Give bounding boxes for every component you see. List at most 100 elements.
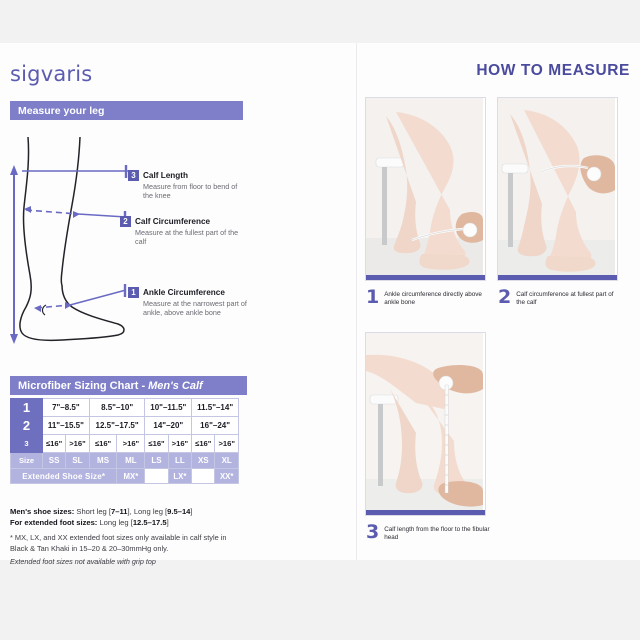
row-label-1: 1 [10, 398, 43, 417]
cell-r2-c3: 14"–20" [144, 416, 193, 435]
cell-r3-c5: ≤16" [144, 434, 169, 453]
photo-caption-text-2: Calf circumference at fullest part of th… [516, 291, 614, 306]
cell-r1-c1: 7"–8.5" [42, 398, 90, 417]
callout-body-calf-length: Measure from floor to bend of the knee [143, 182, 238, 201]
size-cell-ll: LL [167, 452, 193, 469]
ext-cell-xx: XX* [214, 468, 239, 484]
cell-r2-c4: 16"–24" [191, 416, 239, 435]
photo-ankle-circumference [365, 97, 486, 281]
leg-outline-back [60, 136, 81, 286]
callout-calf-length: 3 Calf Length Measure from floor to bend… [128, 170, 248, 201]
photo-2-illustration [498, 98, 615, 278]
table-row-measure-1: 1 7"–8.5" 8.5"–10" 10"–11.5" 11.5"–14" [10, 398, 239, 417]
leg-outline-front [19, 136, 125, 342]
ext-cell-mx: MX* [116, 468, 146, 484]
callout-ankle-circumference: 1 Ankle Circumference Measure at the nar… [128, 287, 248, 318]
callout-number-1: 1 [128, 287, 139, 298]
footnote-ext-label: For extended foot sizes: [10, 518, 98, 528]
calf-circumference-dashed [25, 209, 79, 215]
callout-body-calf-circumference: Measure at the fullest part of the calf [135, 228, 239, 247]
calf-circumference-leader [77, 213, 127, 218]
table-row-sizes: Size SS SL MS ML LS LL XS XL [10, 452, 239, 469]
callout-number-2: 2 [120, 216, 131, 227]
size-cell-ss: SS [41, 452, 67, 469]
photo-caption-number-1: 1 [366, 286, 380, 308]
callout-title-calf-length: Calf Length [143, 171, 189, 180]
footnote-shoe-text-a: Short leg [ [74, 507, 111, 516]
photo-caption-1: 1 Ankle circumference directly above ank… [366, 286, 484, 308]
callout-calf-circumference: 2 Calf Circumference Measure at the full… [120, 216, 240, 247]
ankle-circumference-dashed [35, 304, 71, 309]
footnote-shoe-label: Men's shoe sizes: [10, 507, 75, 516]
photo-1-illustration [366, 98, 483, 278]
row-label-2: 2 [10, 416, 43, 435]
calf-length-arrow-bottom [10, 334, 18, 344]
photo-caption-2: 2 Calf circumference at fullest part of … [498, 286, 616, 308]
cell-r2-c1: 11"–15.5" [42, 416, 90, 435]
sizing-chart-subtitle: Men's Calf [148, 379, 203, 392]
photo-3-accent-bar [366, 510, 485, 515]
photo-caption-text-3: Calf length from the floor to the fibula… [384, 526, 490, 541]
panel-divider [356, 43, 357, 560]
cell-r2-c2: 12.5"–17.5" [88, 416, 146, 435]
photo-calf-circumference [497, 97, 618, 281]
ankle-bone-mark [41, 304, 47, 316]
photo-caption-number-2: 2 [498, 286, 512, 308]
photo-3-illustration [366, 333, 483, 513]
footnotes: Men's shoe sizes: Short leg [7–11], Long… [10, 506, 246, 567]
cell-r3-c1: ≤16" [41, 434, 67, 453]
row-label-3: 3 [10, 434, 43, 453]
footnote-shoe-text-b: ], Long leg [ [127, 507, 168, 516]
ext-cell-blank-2 [191, 468, 216, 484]
cell-r1-c2: 8.5"–10" [88, 398, 146, 417]
cell-r3-c2: >16" [65, 434, 90, 453]
measure-your-leg-header: Measure your leg [10, 101, 243, 120]
size-cell-xs: XS [191, 452, 216, 469]
cell-r3-c7: ≤16" [191, 434, 216, 453]
calf-length-arrow-top [10, 165, 18, 175]
footnote-grip-top: Extended foot sizes not available with g… [10, 556, 156, 566]
sizing-chart-title: Microfiber Sizing Chart - [18, 379, 146, 392]
photo-caption-3: 3 Calf length from the floor to the fibu… [366, 523, 496, 542]
ankle-circumference-arrow-right [65, 302, 72, 309]
brand-logo: sigvaris [10, 62, 93, 86]
callout-number-3: 3 [128, 170, 139, 181]
table-row-measure-2: 2 11"–15.5" 12.5"–17.5" 14"–20" 16"–24" [10, 416, 239, 435]
callout-body-ankle-circumference: Measure at the narrowest part of ankle, … [143, 299, 247, 318]
photo-calf-length [365, 332, 486, 516]
size-cell-xl: XL [214, 452, 239, 469]
table-row-extended-shoe-size: Extended Shoe Size* MX* LX* XX* [9, 468, 239, 484]
footnote-ext-text-a: Long leg [ [97, 518, 133, 528]
photo-2-accent-bar [498, 275, 617, 280]
callout-title-calf-circumference: Calf Circumference [135, 217, 211, 226]
footnote-shoe-bold-a: 7–11 [111, 507, 128, 516]
footnote-asterisk: * MX, LX, and XX extended foot sizes onl… [10, 532, 227, 553]
sizing-table: 1 7"–8.5" 8.5"–10" 10"–11.5" 11.5"–14" 2… [9, 398, 239, 484]
ext-cell-lx: LX* [167, 468, 193, 484]
callout-title-ankle-circumference: Ankle Circumference [143, 288, 225, 297]
size-cell-ml: ML [116, 452, 146, 469]
photo-1-accent-bar [366, 275, 485, 280]
size-cell-ls: LS [144, 452, 169, 469]
footnote-shoe-text-c: ] [190, 507, 193, 516]
ext-cell-blank-1 [144, 468, 169, 484]
footnote-ext-text-b: ] [166, 518, 169, 528]
size-cell-sl: SL [65, 452, 90, 469]
how-to-measure-title: HOW TO MEASURE [476, 62, 630, 79]
ankle-circumference-arrow-left [34, 305, 41, 312]
measure-your-leg-label: Measure your leg [18, 104, 105, 117]
extended-shoe-size-label: Extended Shoe Size* [9, 468, 118, 484]
ankle-circumference-leader [69, 289, 127, 306]
cell-r3-c3: ≤16" [88, 434, 118, 453]
sizing-chart-header: Microfiber Sizing Chart - Men's Calf [10, 376, 247, 395]
cell-r3-c6: >16" [167, 434, 193, 453]
leg-diagram [0, 135, 250, 375]
size-cell-ms: MS [88, 452, 118, 469]
leg-diagram-svg [10, 136, 128, 344]
calf-circumference-arrow-right [73, 211, 80, 218]
cell-r3-c8: >16" [214, 434, 239, 453]
size-row-label: Size [10, 452, 43, 469]
table-row-measure-3: 3 ≤16" >16" ≤16" >16" ≤16" >16" ≤16" >16… [10, 434, 239, 453]
cell-r1-c4: 11.5"–14" [191, 398, 239, 417]
